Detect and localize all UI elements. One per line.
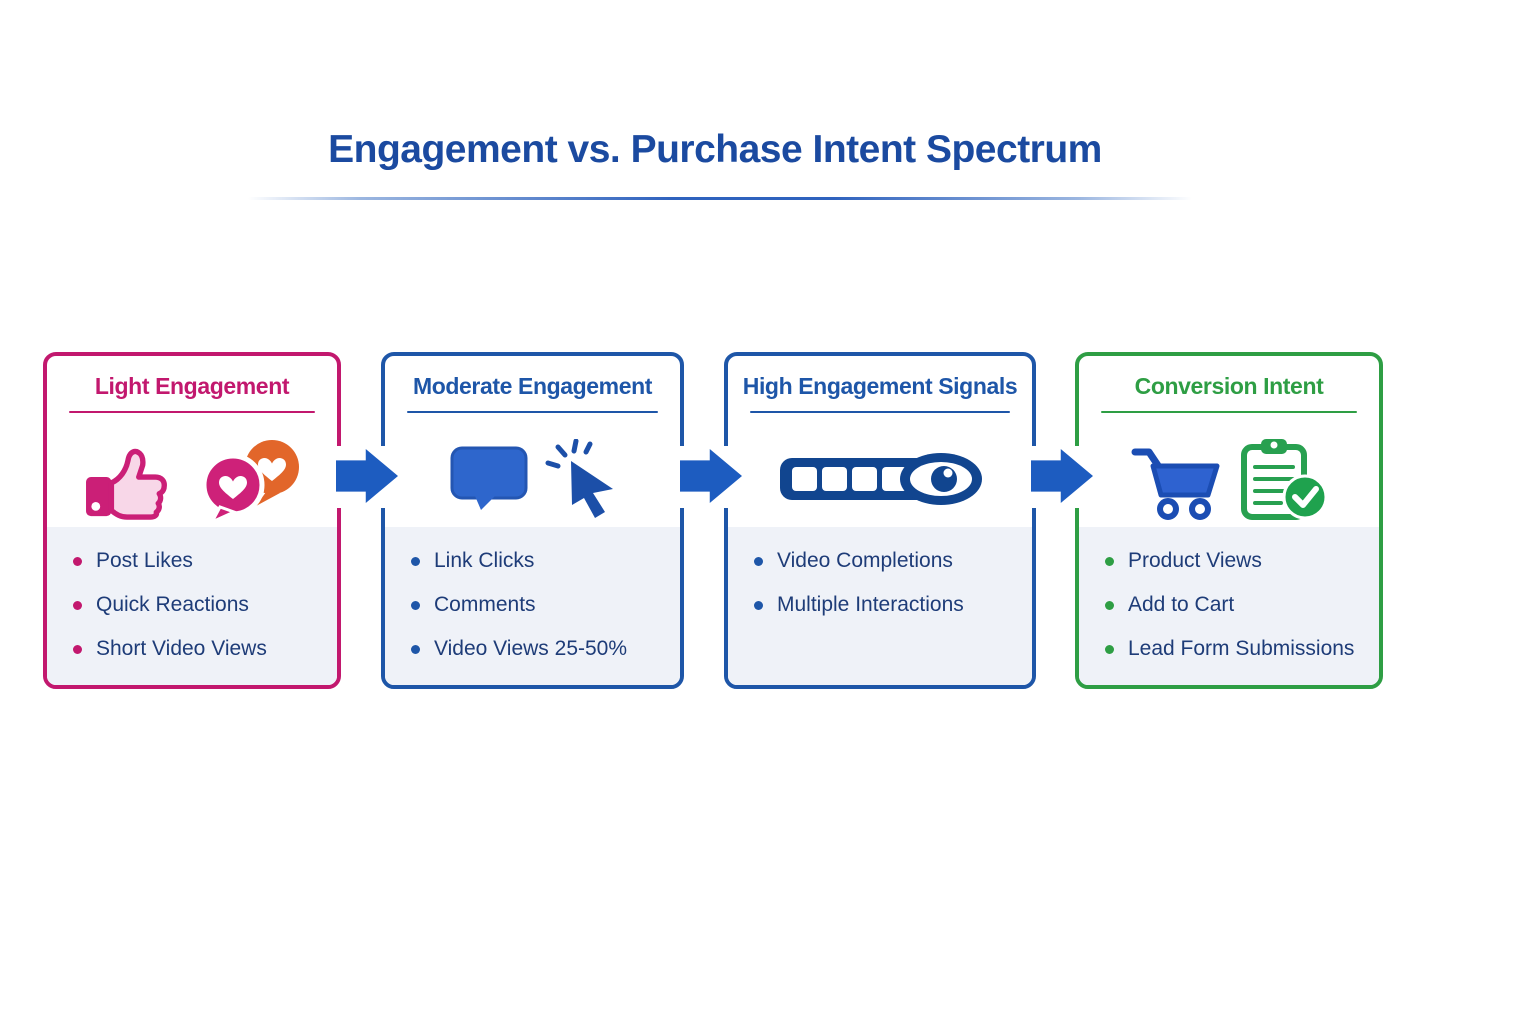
list-item: Quick Reactions bbox=[73, 583, 329, 627]
list-item-label: Add to Cart bbox=[1128, 593, 1235, 616]
icon-row bbox=[47, 434, 337, 524]
list-item: Add to Cart bbox=[1105, 583, 1371, 627]
card-title: High Engagement Signals bbox=[742, 373, 1018, 399]
title-underline bbox=[248, 197, 1192, 200]
bullet-dot bbox=[754, 556, 763, 566]
checklist-check-icon bbox=[1241, 439, 1328, 520]
bullet-panel: Product Views Add to Cart Lead Form Subm… bbox=[1079, 527, 1379, 685]
list-item: Comments bbox=[411, 583, 672, 627]
card-moderate-engagement: Moderate Engagement Link Clicks Comments bbox=[381, 352, 684, 689]
video-progress-eye-icon bbox=[779, 453, 982, 505]
bullet-panel: Video Completions Multiple Interactions bbox=[728, 527, 1032, 685]
heart-reaction-bubbles-icon bbox=[201, 440, 299, 523]
card-title: Moderate Engagement bbox=[412, 373, 653, 399]
bullet-dot bbox=[411, 556, 420, 566]
bullet-list: Product Views Add to Cart Lead Form Subm… bbox=[1079, 527, 1379, 671]
bullet-list: Link Clicks Comments Video Views 25-50% bbox=[385, 527, 680, 671]
list-item-label: Quick Reactions bbox=[96, 593, 249, 616]
bullet-dot bbox=[411, 644, 420, 654]
list-item: Product Views bbox=[1105, 539, 1371, 583]
list-item: Video Completions bbox=[754, 539, 1024, 583]
list-item: Short Video Views bbox=[73, 627, 329, 671]
page-title: Engagement vs. Purchase Intent Spectrum bbox=[328, 128, 1102, 171]
list-item-label: Lead Form Submissions bbox=[1128, 637, 1355, 660]
bullet-dot bbox=[73, 600, 82, 610]
speech-bubble-icon bbox=[450, 446, 527, 510]
list-item: Video Views 25-50% bbox=[411, 627, 672, 671]
bullet-list: Post Likes Quick Reactions Short Video V… bbox=[47, 527, 337, 671]
bullet-panel: Post Likes Quick Reactions Short Video V… bbox=[47, 527, 337, 685]
card-title-rule bbox=[1101, 411, 1357, 413]
list-item-label: Comments bbox=[434, 593, 536, 616]
list-item-label: Video Completions bbox=[777, 549, 953, 572]
card-conversion-intent: Conversion Intent bbox=[1075, 352, 1383, 689]
thumbs-up-icon bbox=[86, 448, 167, 520]
icon-row bbox=[1079, 434, 1379, 524]
list-item: Multiple Interactions bbox=[754, 583, 1024, 627]
list-item-label: Short Video Views bbox=[96, 637, 267, 660]
shopping-cart-icon bbox=[1131, 448, 1220, 520]
card-light-engagement: Light Engagement Post Likes Quick Reacti… bbox=[43, 352, 341, 689]
list-item: Lead Form Submissions bbox=[1105, 627, 1371, 671]
bullet-dot bbox=[73, 644, 82, 654]
cursor-click-icon bbox=[545, 439, 613, 518]
list-item: Post Likes bbox=[73, 539, 329, 583]
bullet-dot bbox=[1105, 600, 1114, 610]
list-item-label: Video Views 25-50% bbox=[434, 637, 628, 660]
card-title-rule bbox=[69, 411, 315, 413]
bullet-list: Video Completions Multiple Interactions bbox=[728, 527, 1032, 627]
card-title-rule bbox=[750, 411, 1010, 413]
list-item-label: Multiple Interactions bbox=[777, 593, 964, 616]
list-item: Link Clicks bbox=[411, 539, 672, 583]
icon-row bbox=[385, 434, 680, 524]
bullet-dot bbox=[411, 600, 420, 610]
card-high-engagement: High Engagement Signals Video Completion… bbox=[724, 352, 1036, 689]
list-item-label: Link Clicks bbox=[434, 549, 535, 572]
list-item-label: Post Likes bbox=[96, 549, 193, 572]
bullet-dot bbox=[1105, 644, 1114, 654]
bullet-dot bbox=[1105, 556, 1114, 566]
bullet-dot bbox=[73, 556, 82, 566]
bullet-panel: Link Clicks Comments Video Views 25-50% bbox=[385, 527, 680, 685]
bullet-dot bbox=[754, 600, 763, 610]
card-title: Conversion Intent bbox=[1134, 373, 1324, 399]
card-title: Light Engagement bbox=[94, 373, 290, 399]
list-item-label: Product Views bbox=[1128, 549, 1262, 572]
card-title-rule bbox=[407, 411, 658, 413]
icon-row bbox=[728, 434, 1032, 524]
